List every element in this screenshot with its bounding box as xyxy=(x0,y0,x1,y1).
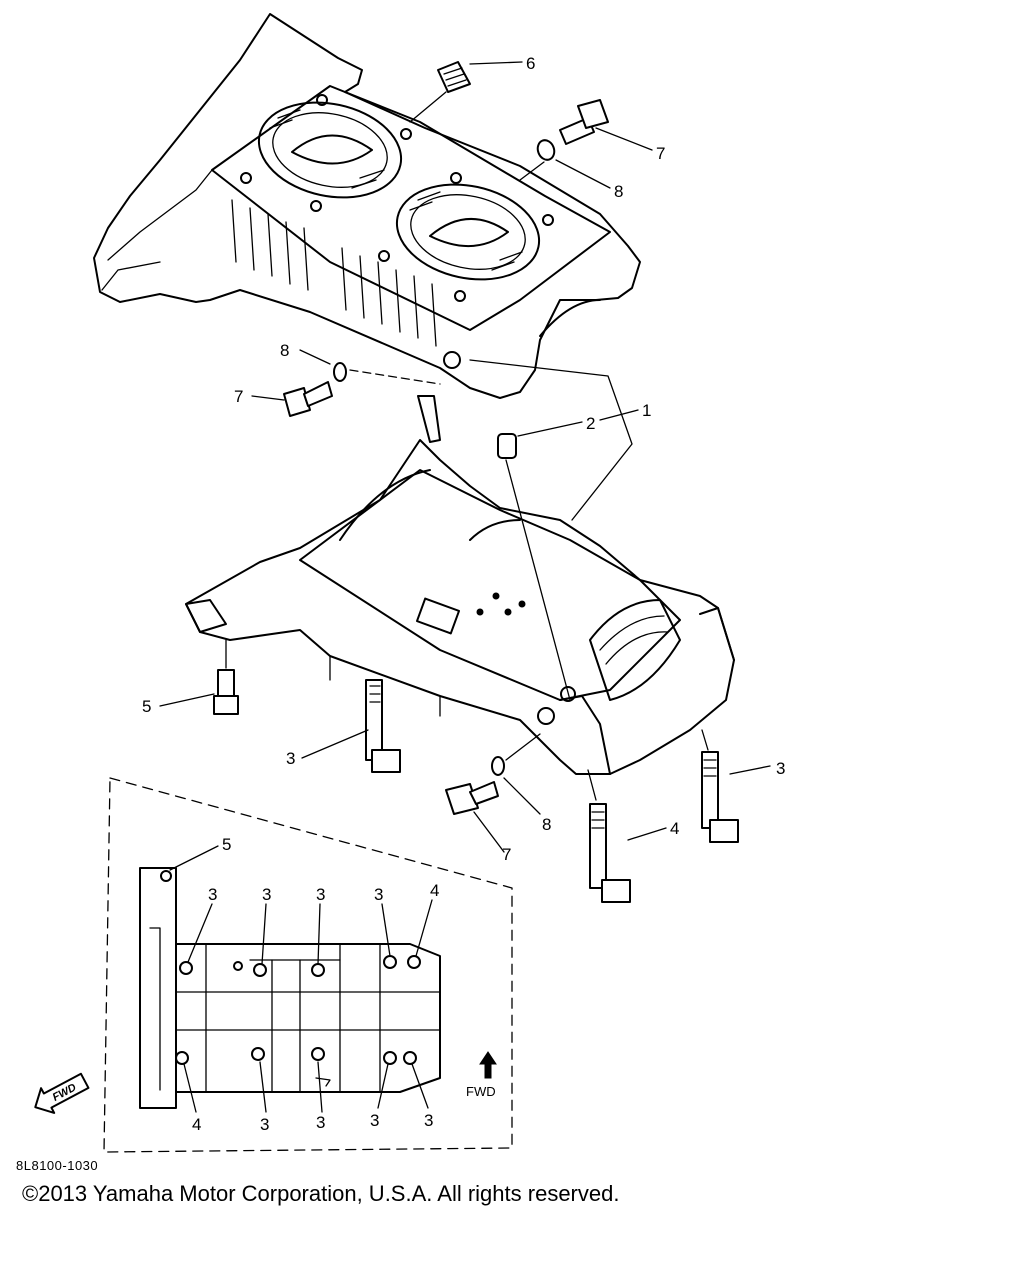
upper-crankcase xyxy=(93,13,641,399)
inset-callout-5: 5 xyxy=(222,835,231,854)
fwd-up-arrow-icon xyxy=(479,1051,497,1079)
leader-lines xyxy=(159,61,771,853)
callout-6: 6 xyxy=(526,54,535,73)
inset-fwd-label: FWD xyxy=(466,1084,496,1099)
fwd-left-arrow-icon xyxy=(34,1072,90,1114)
leader-1-bracket xyxy=(469,359,633,521)
callout-8-top: 8 xyxy=(614,182,623,201)
callout-labels: 6 7 8 8 7 2 1 5 3 3 4 8 7 xyxy=(142,54,785,864)
part-5-bolt xyxy=(213,639,239,715)
callout-5: 5 xyxy=(142,697,151,716)
callout-2: 2 xyxy=(586,414,595,433)
callout-7-top: 7 xyxy=(656,144,665,163)
part-2-dowel xyxy=(497,433,571,701)
part-7-bolt-top xyxy=(559,99,609,145)
bottom-view-inset: 5 3 3 3 3 4 4 3 3 3 3 FWD xyxy=(103,777,513,1153)
inset-callout-3e: 3 xyxy=(260,1115,269,1134)
callout-7-left: 7 xyxy=(234,387,243,406)
inset-callout-4-bottom: 4 xyxy=(192,1115,201,1134)
fwd-badge: FWD xyxy=(34,1072,90,1114)
part-6-stud xyxy=(409,61,471,123)
callout-1: 1 xyxy=(642,401,651,420)
callout-3-left: 3 xyxy=(286,749,295,768)
part-8-washer-top xyxy=(519,139,556,181)
part-4-bolt xyxy=(587,769,631,903)
inset-callout-3a: 3 xyxy=(208,885,217,904)
callout-3-right: 3 xyxy=(776,759,785,778)
inset-callout-3g: 3 xyxy=(370,1111,379,1130)
copyright-text: ©2013 Yamaha Motor Corporation, U.S.A. A… xyxy=(22,1181,619,1206)
lower-crankcase xyxy=(185,395,735,775)
part-7-8-left xyxy=(283,362,441,417)
inset-callout-3b: 3 xyxy=(262,885,271,904)
callout-8-lower: 8 xyxy=(542,815,551,834)
callout-4: 4 xyxy=(670,819,679,838)
part-3-bolt-right xyxy=(701,729,739,843)
reference-code: 8L8100-1030 xyxy=(16,1158,98,1173)
inset-callout-3f: 3 xyxy=(316,1113,325,1132)
part-3-bolt-left xyxy=(365,679,401,773)
inset-callout-3h: 3 xyxy=(424,1111,433,1130)
callout-8-left: 8 xyxy=(280,341,289,360)
inset-callout-4-top: 4 xyxy=(430,881,439,900)
inset-callout-3d: 3 xyxy=(374,885,383,904)
inset-callout-3c: 3 xyxy=(316,885,325,904)
callout-7-lower: 7 xyxy=(502,845,511,864)
part-7-8-lower xyxy=(445,733,541,815)
